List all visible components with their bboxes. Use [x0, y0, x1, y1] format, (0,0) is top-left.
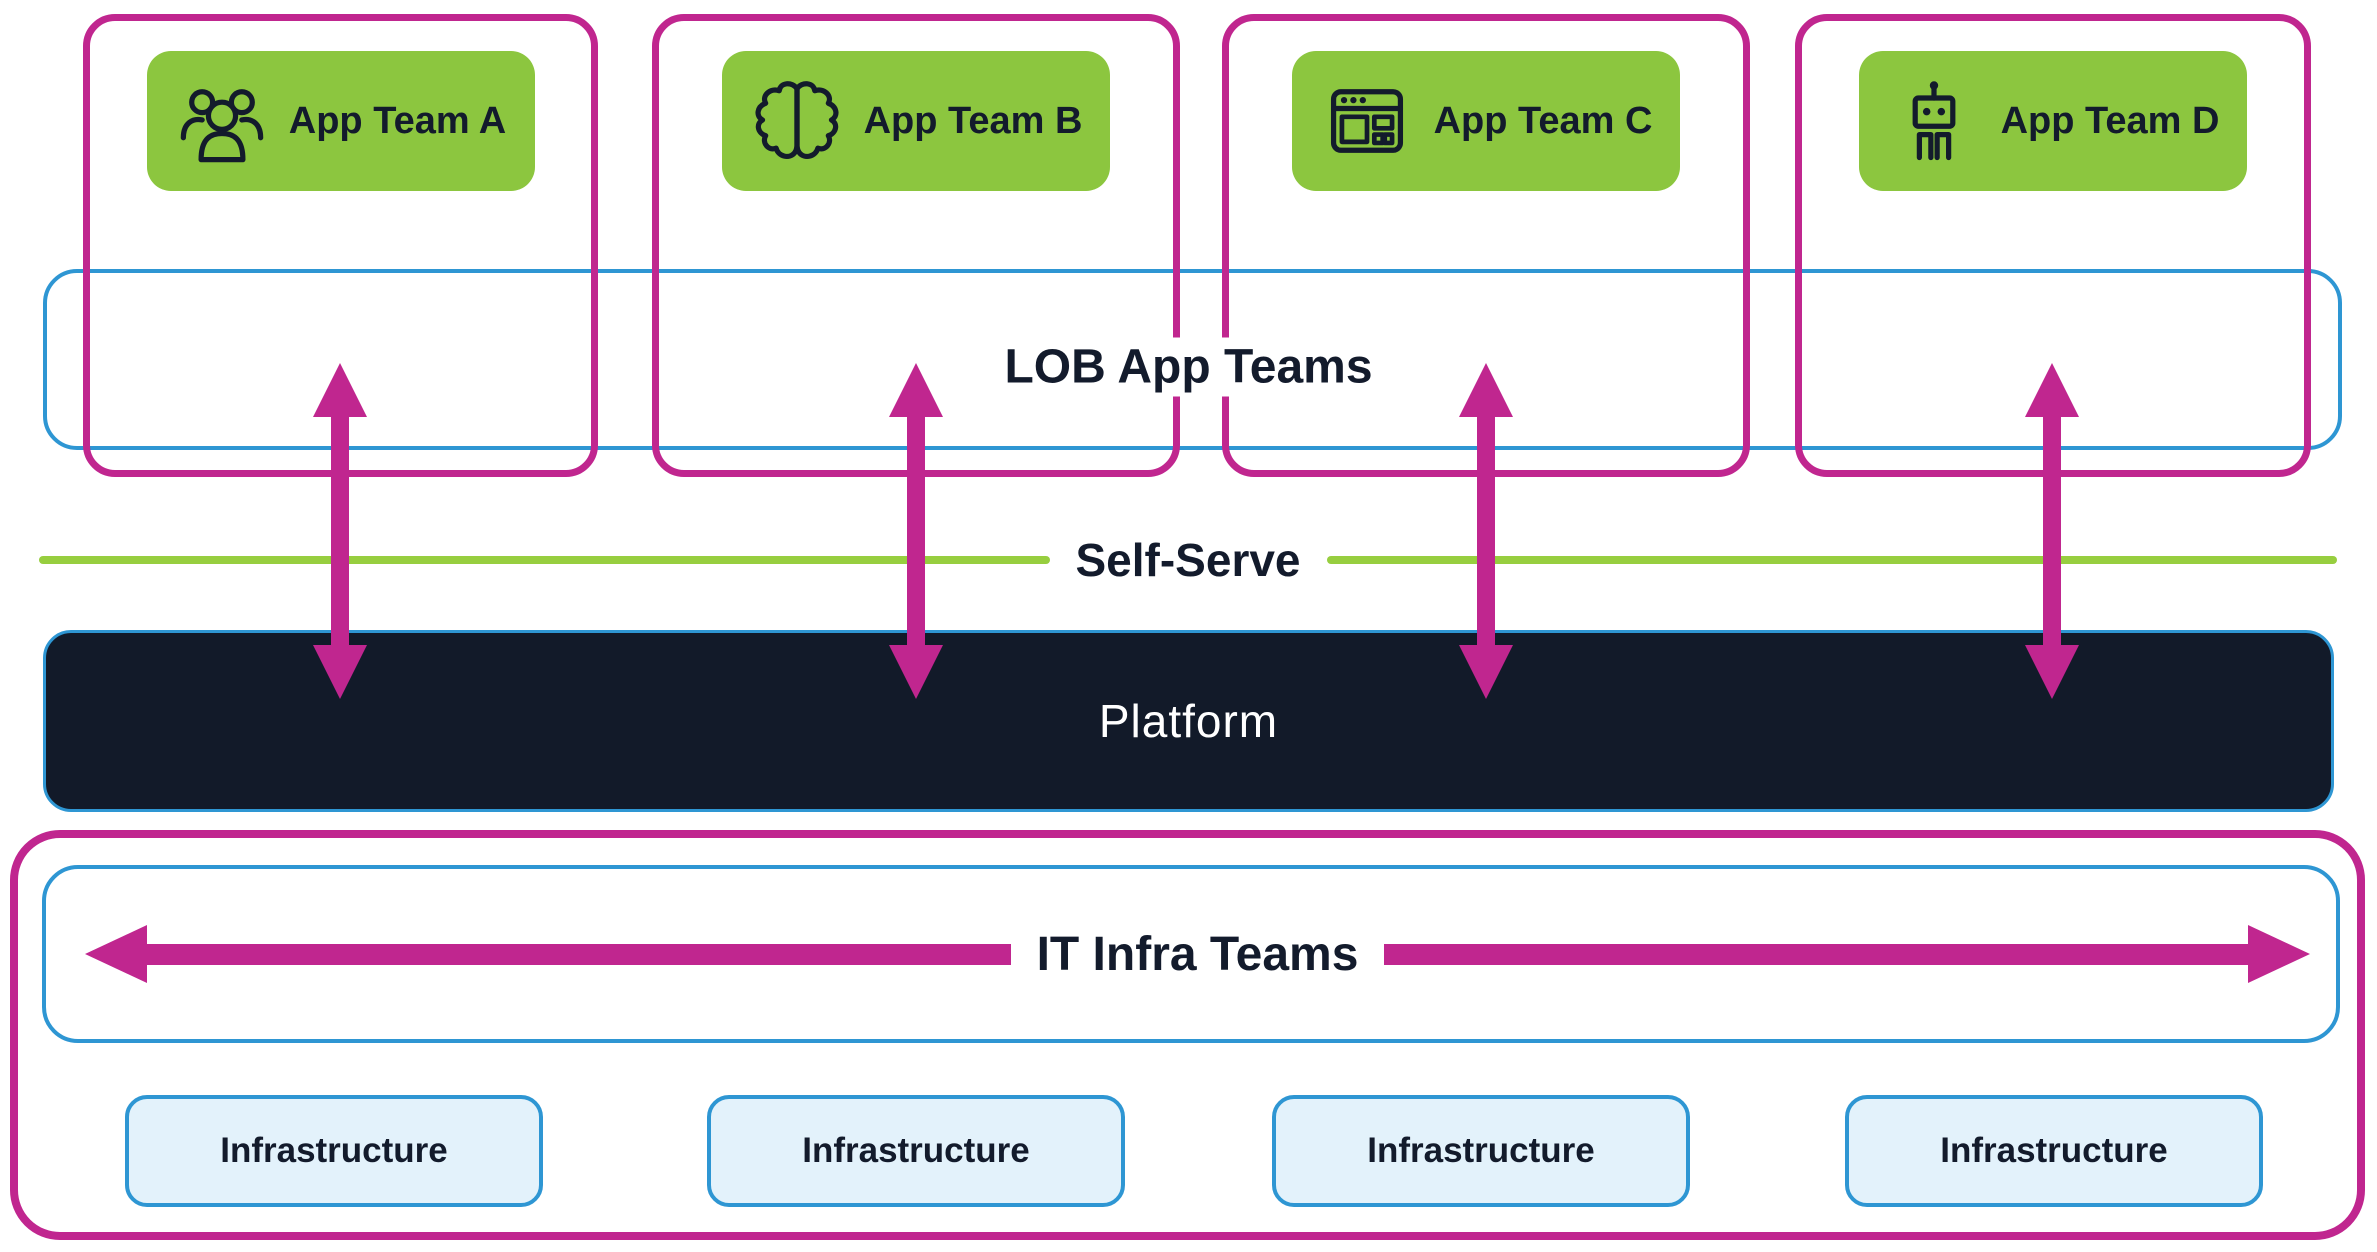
app-team-c-badge: App Team C — [1292, 51, 1680, 191]
arrow-left-head — [85, 925, 147, 983]
double-arrow-team-c — [1459, 363, 1513, 699]
it-infra-arrow: IT Infra Teams — [85, 925, 2310, 983]
infrastructure-label-2: Infrastructure — [802, 1131, 1030, 1170]
infrastructure-box-4: Infrastructure — [1845, 1095, 2263, 1207]
it-infra-teams-band — [42, 865, 2340, 1043]
app-team-b-badge: App Team B — [722, 51, 1110, 191]
app-team-b-label: App Team B — [863, 99, 1083, 142]
lob-app-teams-band — [43, 269, 2342, 450]
it-infra-teams-label: IT Infra Teams — [1036, 927, 1359, 981]
self-serve-divider: Self-Serve — [39, 532, 2338, 588]
arrow-right-shaft — [1384, 943, 2248, 965]
arrow-left-shaft — [147, 943, 1011, 965]
double-arrow-team-a — [313, 363, 367, 699]
app-team-a-badge: App Team A — [146, 51, 535, 191]
self-serve-line-right — [1326, 556, 2338, 564]
people-icon — [180, 89, 264, 163]
infrastructure-label-3: Infrastructure — [1367, 1131, 1595, 1170]
app-team-d-badge: App Team D — [1859, 51, 2247, 191]
double-arrow-team-b — [889, 363, 943, 699]
team-box-c: App Team C — [1222, 14, 1750, 477]
self-serve-label: Self-Serve — [1075, 534, 1301, 586]
platform-bar: Platform — [43, 630, 2334, 812]
app-team-a-label: App Team A — [288, 99, 507, 142]
lob-app-teams-label: LOB App Teams — [986, 337, 1391, 397]
infrastructure-label-1: Infrastructure — [220, 1131, 448, 1170]
team-box-b: App Team B — [652, 14, 1180, 477]
infrastructure-box-2: Infrastructure — [707, 1095, 1125, 1207]
arrow-right-head — [2248, 925, 2310, 983]
browser-icon — [1330, 89, 1403, 153]
app-team-d-label: App Team D — [2000, 99, 2220, 142]
app-team-c-label: App Team C — [1433, 99, 1653, 142]
double-arrow-team-d — [2025, 363, 2079, 699]
robot-icon — [1912, 81, 1955, 161]
platform-label: Platform — [1098, 695, 1279, 747]
brain-icon — [755, 81, 839, 160]
self-serve-line-left — [39, 556, 1050, 564]
infrastructure-box-1: Infrastructure — [125, 1095, 543, 1207]
infrastructure-label-4: Infrastructure — [1940, 1131, 2168, 1170]
infrastructure-box-3: Infrastructure — [1272, 1095, 1690, 1207]
